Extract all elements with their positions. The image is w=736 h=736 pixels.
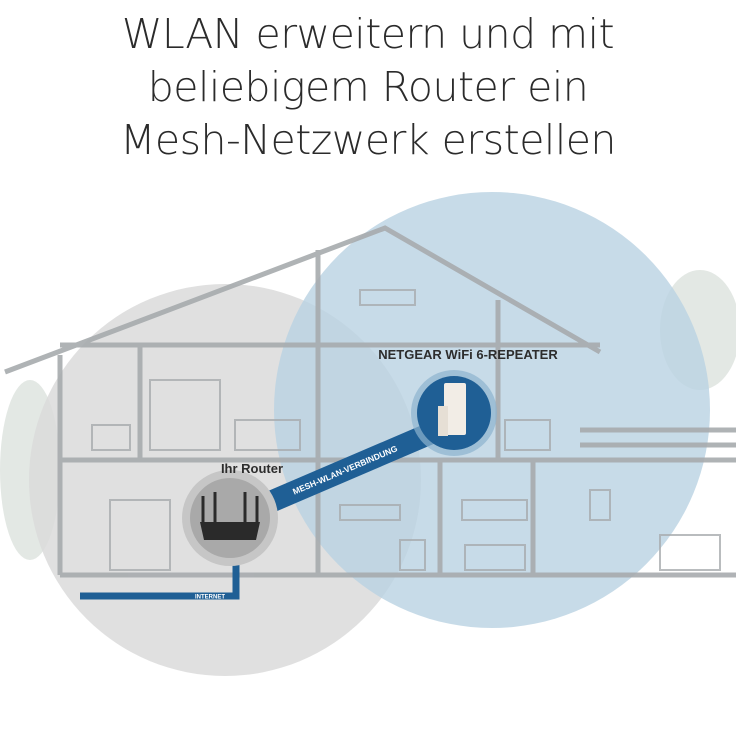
internet-connection: INTERNET: [80, 560, 240, 601]
router-icon: [182, 470, 278, 566]
house-outline: [4, 225, 736, 578]
headline-line-1: WLAN erweitern und mit: [121, 10, 615, 58]
repeater-label: NETGEAR WiFi 6-REPEATER: [378, 347, 558, 362]
headline-line-3: Mesh-Netzwerk erstellen: [120, 116, 616, 164]
headline-line-2: beliebigem Router ein: [147, 63, 589, 111]
internet-label: INTERNET: [195, 595, 225, 601]
repeater-icon: [411, 370, 497, 456]
router-label: Ihr Router: [221, 461, 283, 476]
headline: WLAN erweitern und mit beliebigem Router…: [0, 8, 736, 167]
furniture: [91, 289, 721, 571]
